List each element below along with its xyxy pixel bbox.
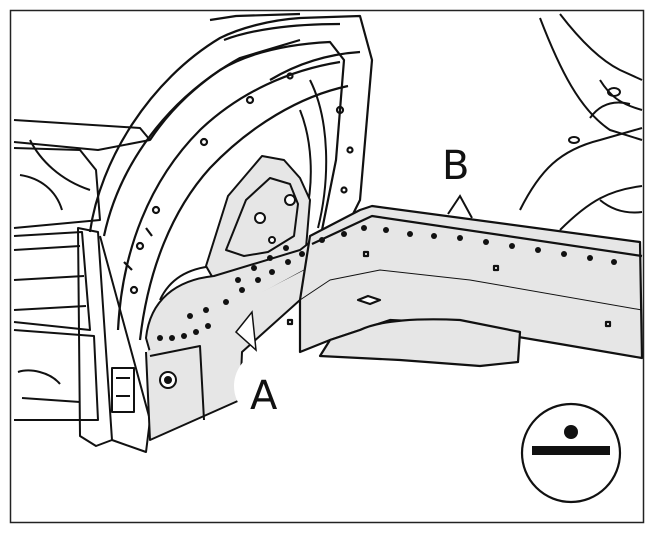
callout-b-pointer (448, 196, 472, 218)
door-frame-arch (90, 14, 372, 340)
background-body-panels (14, 14, 642, 452)
figure-frame (11, 11, 644, 523)
callout-a-pointer (234, 312, 306, 422)
spot-welds (157, 225, 617, 341)
callout-label-b: B (442, 143, 470, 189)
inner-sill-part-a (112, 236, 320, 440)
sill-member-part-b (288, 206, 642, 366)
callout-label-a: A (250, 373, 278, 419)
spot-weld-symbol-icon (522, 404, 620, 502)
